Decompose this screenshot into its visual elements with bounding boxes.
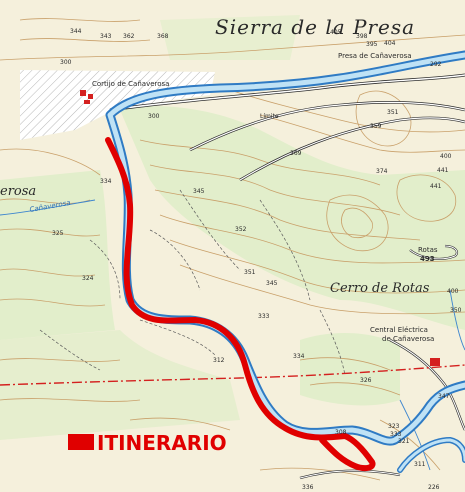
svg-text:400: 400 <box>440 153 452 160</box>
svg-text:333: 333 <box>390 431 402 438</box>
svg-text:311: 311 <box>414 461 426 468</box>
svg-text:351: 351 <box>244 269 256 276</box>
svg-text:334: 334 <box>100 178 112 185</box>
route-legend: ITINERARIO <box>68 431 227 455</box>
svg-text:362: 362 <box>123 33 135 40</box>
boundary-line <box>0 364 465 386</box>
svg-text:333: 333 <box>258 313 270 320</box>
svg-text:345: 345 <box>193 188 205 195</box>
svg-text:334: 334 <box>293 353 305 360</box>
limite-label: Límite <box>260 113 279 120</box>
streams <box>0 199 465 471</box>
cortijo-label: Cortijo de Cañaverosa <box>92 80 169 88</box>
svg-text:300: 300 <box>148 113 160 120</box>
forest-areas <box>0 15 465 440</box>
rotas-elevation: 493 <box>420 255 435 263</box>
svg-text:398: 398 <box>356 33 368 40</box>
svg-text:369: 369 <box>290 150 302 157</box>
svg-text:336: 336 <box>302 484 314 491</box>
legend-label: ITINERARIO <box>97 431 227 455</box>
svg-text:324: 324 <box>82 275 94 282</box>
svg-text:226: 226 <box>428 484 440 491</box>
svg-text:325: 325 <box>52 230 64 237</box>
svg-text:395: 395 <box>366 41 378 48</box>
svg-text:312: 312 <box>213 357 225 364</box>
svg-text:400: 400 <box>447 288 459 295</box>
svg-text:323: 323 <box>388 423 400 430</box>
central-label-2: de Cañaverosa <box>382 335 434 343</box>
svg-text:343: 343 <box>100 33 112 40</box>
svg-text:308: 308 <box>335 429 347 436</box>
tracks <box>39 189 346 376</box>
spot-elevations: 344 343 362 368 405 398 395 404 292 351 … <box>52 28 450 491</box>
central-building <box>430 358 440 366</box>
roads <box>109 73 465 480</box>
svg-text:345: 345 <box>266 280 278 287</box>
svg-text:352: 352 <box>235 226 247 233</box>
svg-text:374: 374 <box>376 168 388 175</box>
svg-text:292: 292 <box>430 61 442 68</box>
svg-text:405: 405 <box>330 29 342 36</box>
svg-text:326: 326 <box>360 377 372 384</box>
svg-text:347: 347 <box>438 393 450 400</box>
rotas-label: Rotas <box>418 246 438 254</box>
west-label-fragment: erosa <box>0 184 36 199</box>
svg-text:441: 441 <box>437 167 449 174</box>
itinerary-route[interactable] <box>105 137 376 472</box>
contour-index-labels: 300 300 350 400 400 <box>60 59 462 314</box>
central-label: Central Eléctrica <box>370 326 428 334</box>
cortijo-building <box>80 90 93 104</box>
svg-text:300: 300 <box>60 59 72 66</box>
svg-text:350: 350 <box>450 307 462 314</box>
legend-swatch <box>68 434 94 450</box>
svg-text:404: 404 <box>384 40 396 47</box>
svg-text:441: 441 <box>430 183 442 190</box>
map-title: Sierra de la Presa <box>215 15 415 39</box>
presa-label: Presa de Cañaverosa <box>338 52 412 60</box>
svg-text:368: 368 <box>157 33 169 40</box>
svg-text:321: 321 <box>398 438 410 445</box>
contour-lines <box>0 18 465 481</box>
svg-text:351: 351 <box>387 109 399 116</box>
svg-text:344: 344 <box>70 28 82 35</box>
svg-text:359: 359 <box>370 123 382 130</box>
hill-label: Cerro de Rotas <box>330 281 430 296</box>
